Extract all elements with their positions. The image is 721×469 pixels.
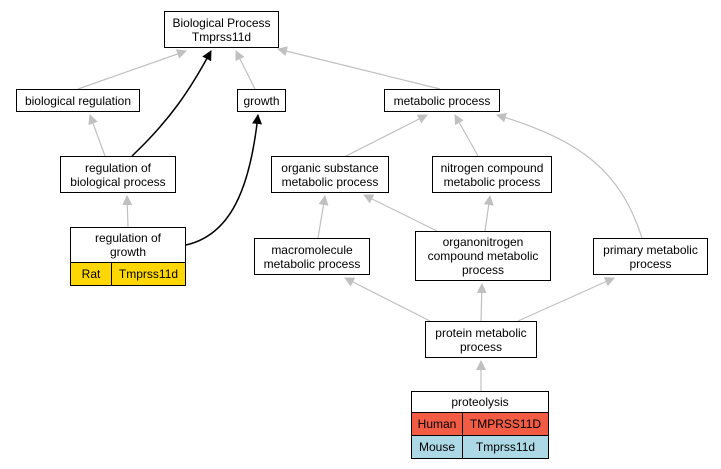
edge-biological-regulation-to-root [77,49,187,90]
annotation-row-human: Human TMPRSS11D [412,412,548,435]
node-proteolysis[interactable]: proteolysis Human TMPRSS11D Mouse Tmprss… [411,391,549,459]
edge-protein-metabolic-process-to-organonitrogen-compound-metabolic-process [476,283,487,322]
edge-growth-to-root [235,50,256,90]
edge-protein-metabolic-process-to-primary-metabolic-process [517,277,615,322]
edge-regulation-of-growth-to-growth [185,114,263,246]
species-label-rat: Rat [71,263,112,285]
edge-nitrogen-compound-metabolic-process-to-metabolic-process [454,114,479,157]
edge-organonitrogen-compound-metabolic-process-to-nitrogen-compound-metabolic-process [483,195,494,232]
edge-regulation-of-growth-to-regulation-of-biological-process [122,195,133,228]
node-growth[interactable]: growth [237,89,286,112]
edge-macromolecule-metabolic-process-to-organic-substance-metabolic-process [317,195,329,239]
edge-primary-metabolic-process-to-metabolic-process [496,112,643,239]
annotation-row-rat: Rat Tmprss11d [71,262,185,285]
annotation-row-mouse: Mouse Tmprss11d [412,435,548,458]
gene-label-human: TMPRSS11D [463,413,548,435]
edge-protein-metabolic-process-to-macromolecule-metabolic-process [344,277,431,322]
node-biological-regulation[interactable]: biological regulation [16,89,140,112]
edge-organonitrogen-compound-metabolic-process-to-organic-substance-metabolic-process [363,194,438,232]
gene-label-rat: Tmprss11d [112,263,185,285]
gene-label-mouse: Tmprss11d [463,436,548,458]
species-label-human: Human [412,413,463,435]
edge-organic-substance-metabolic-process-to-metabolic-process [345,114,428,157]
species-label-mouse: Mouse [412,436,463,458]
edge-metabolic-process-to-root [277,46,441,90]
edge-regulation-of-biological-process-to-biological-regulation [88,114,106,157]
node-metabolic-process[interactable]: metabolic process [384,89,500,112]
edge-regulation-of-biological-process-to-root [131,50,212,157]
